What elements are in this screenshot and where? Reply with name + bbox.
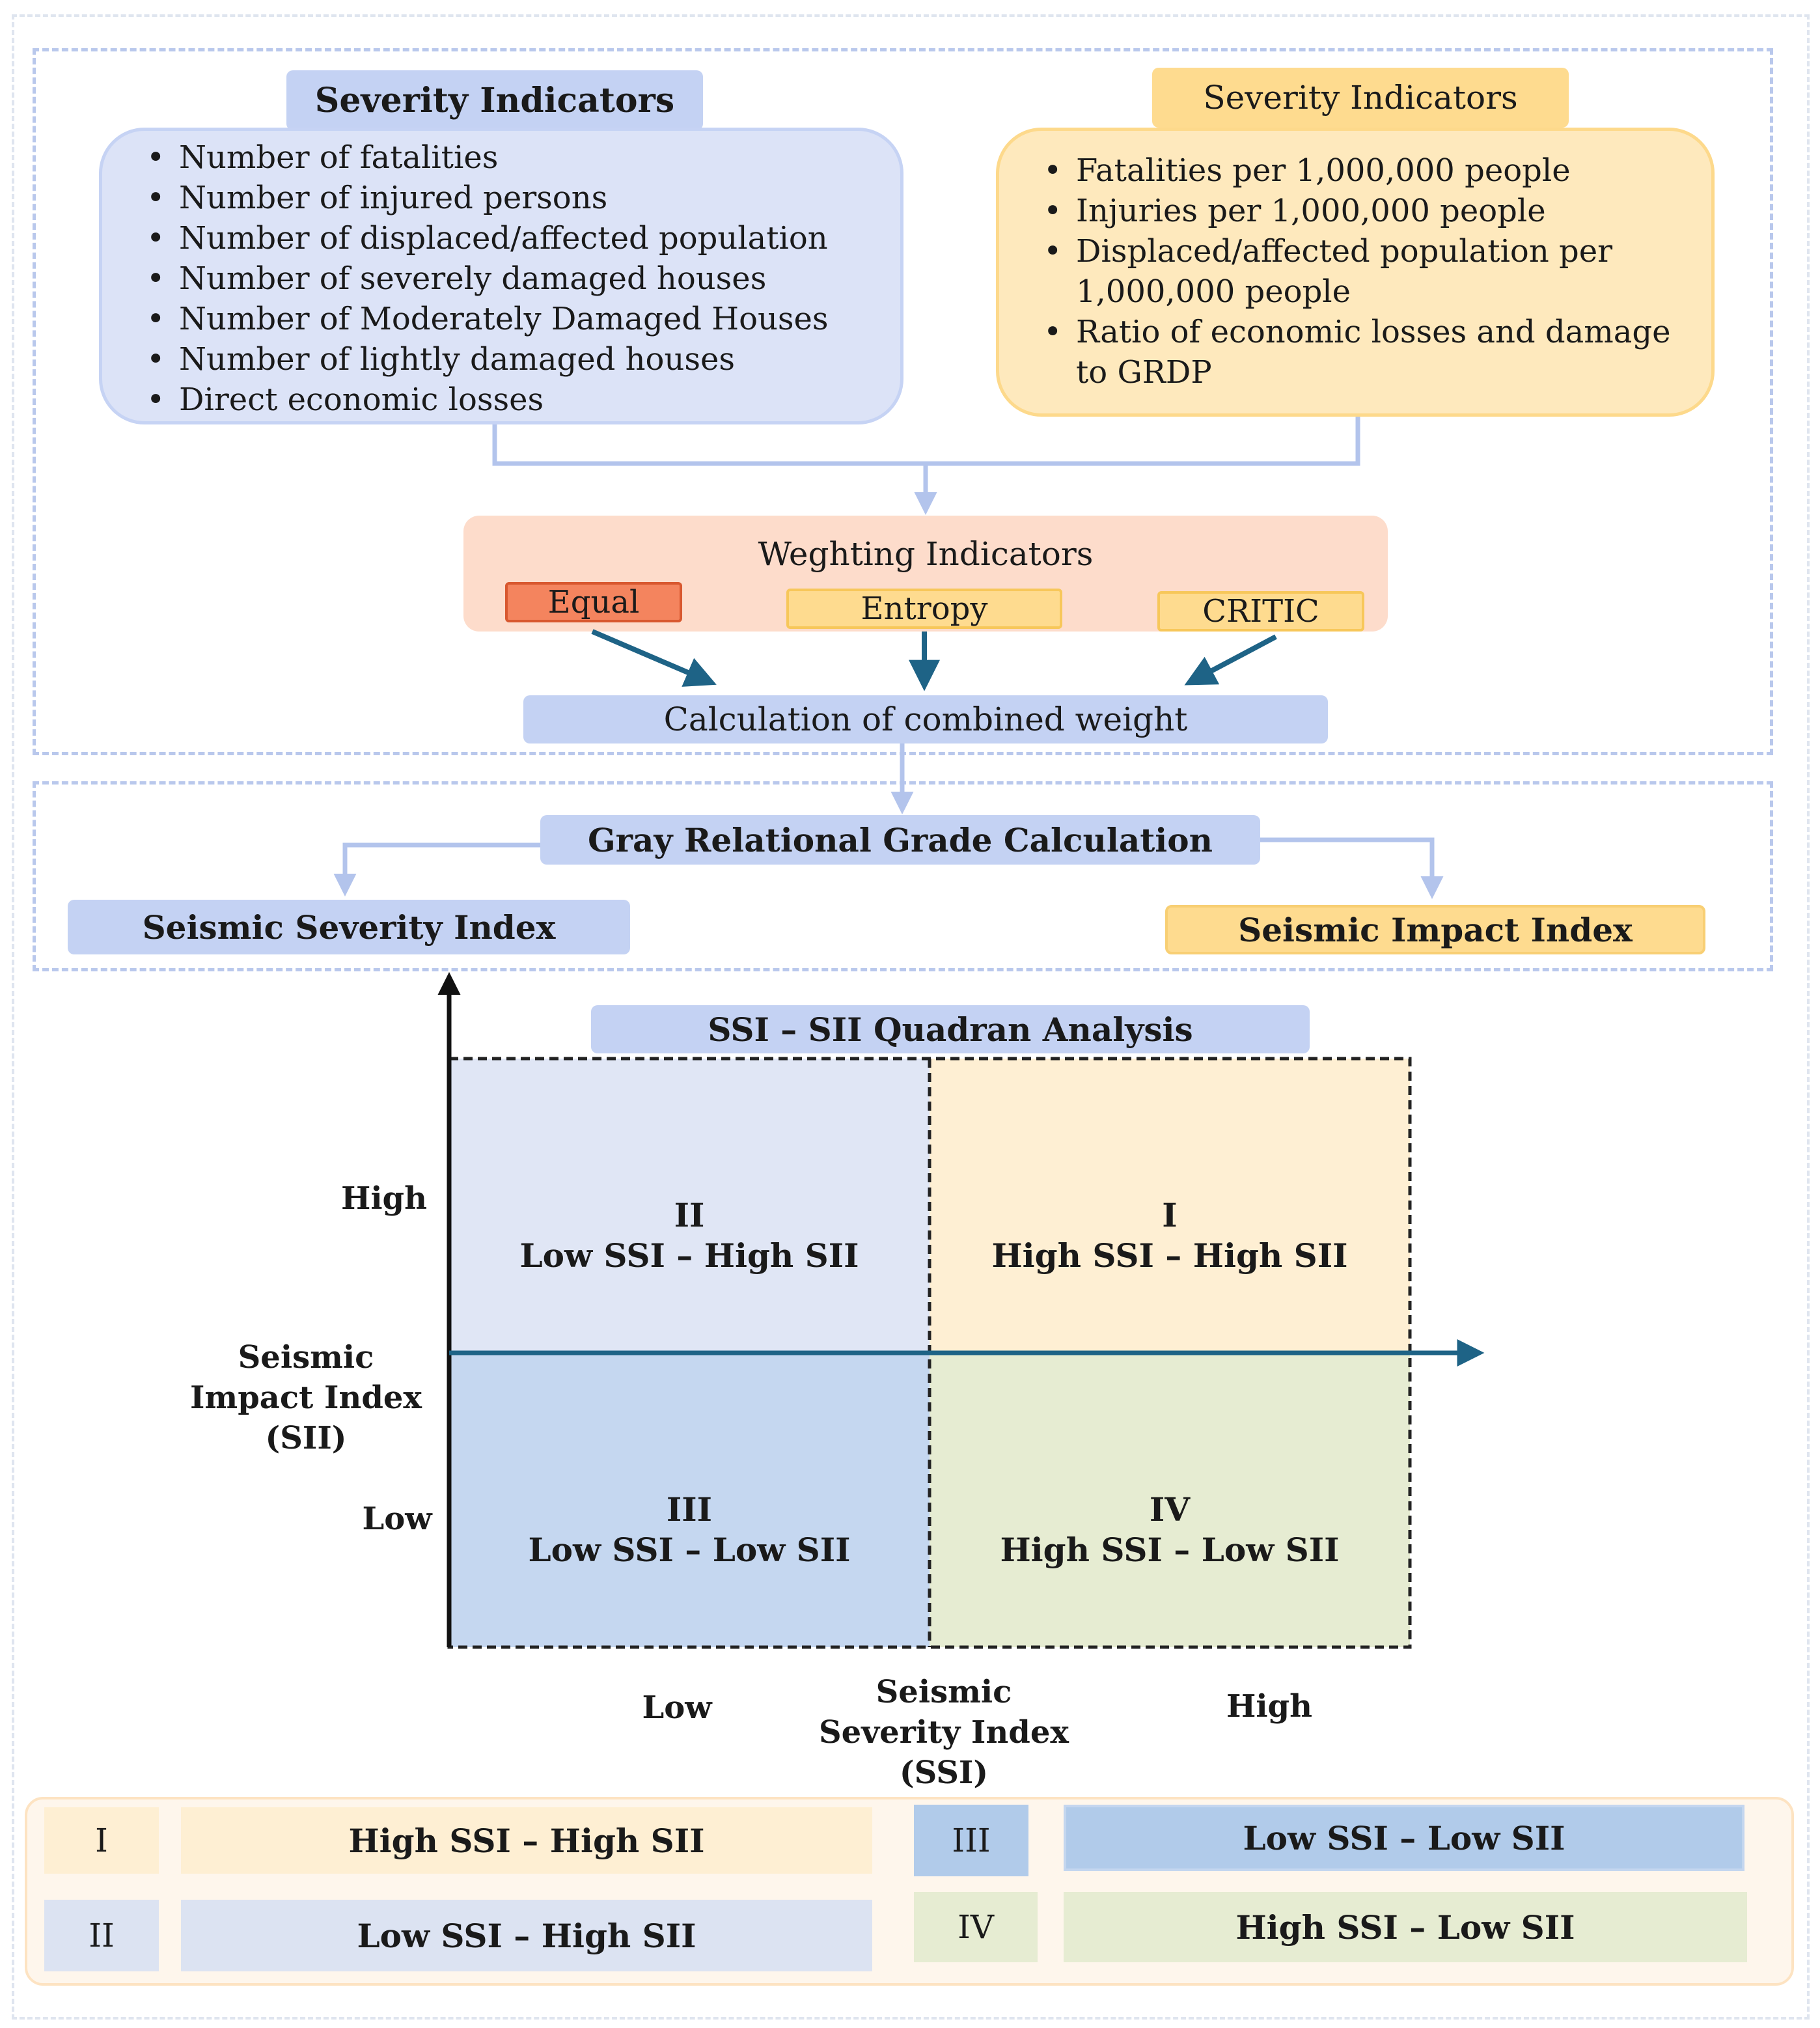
- quadrant-iv-id: IV: [1149, 1490, 1191, 1529]
- impact-indicators-panel: Fatalities per 1,000,000 peopleInjuries …: [996, 128, 1715, 417]
- impact-indicator-item: Displaced/affected population per 1,000,…: [1038, 231, 1685, 312]
- quadrant-iii-label: Low SSI – Low SII: [528, 1531, 851, 1569]
- quadrant-iv-text: IV High SSI – Low SII: [930, 1490, 1410, 1570]
- quadrant-iv-label: High SSI – Low SII: [1000, 1531, 1340, 1569]
- severity-indicator-item: Direct economic losses: [141, 380, 887, 420]
- quadrant-iii-id: III: [666, 1490, 713, 1529]
- quadrant-i-id: I: [1162, 1196, 1178, 1234]
- seismic-impact-index-box: Seismic Impact Index: [1165, 905, 1705, 954]
- quadrant-analysis-title: SSI – SII Quadran Analysis: [591, 1005, 1310, 1053]
- gray-relational-box: Gray Relational Grade Calculation: [540, 815, 1260, 865]
- severity-indicator-item: Number of displaced/affected population: [141, 218, 887, 258]
- weighting-title: Weghting Indicators: [758, 535, 1094, 573]
- equal-method-button: Equal: [505, 582, 682, 622]
- y-axis-title: Seismic Impact Index (SII): [189, 1339, 422, 1456]
- legend-ii-id: II: [44, 1900, 159, 1971]
- x-axis-high-label: High: [1226, 1688, 1313, 1725]
- impact-indicator-item: Ratio of economic losses and damage to G…: [1038, 312, 1685, 393]
- combined-weight-box: Calculation of combined weight: [523, 695, 1328, 743]
- severity-indicator-item: Number of lightly damaged houses: [141, 339, 887, 380]
- quadrant-ii-id: II: [674, 1196, 705, 1234]
- quadrant-ii-label: Low SSI – High SII: [519, 1236, 859, 1275]
- severity-indicators-list: Number of fatalitiesNumber of injured pe…: [141, 137, 887, 420]
- legend-iv-label: High SSI – Low SII: [1064, 1892, 1747, 1962]
- quadrant-iv: [930, 1353, 1410, 1647]
- legend-i-label: High SSI – High SII: [181, 1807, 872, 1874]
- legend-i-id: I: [44, 1807, 159, 1874]
- severity-indicator-item: Number of severely damaged houses: [141, 258, 887, 299]
- gray-to-sii-connector: [1260, 837, 1444, 899]
- x-axis-title: Seismic Severity Index (SSI): [819, 1674, 1069, 1791]
- legend-iii-id: III: [914, 1805, 1028, 1876]
- quadrant-i: [930, 1059, 1410, 1353]
- legend-iii-label: Low SSI – Low SII: [1064, 1805, 1744, 1871]
- x-axis-low-label: Low: [642, 1689, 712, 1726]
- gray-to-ssi-connector: [333, 842, 540, 896]
- severity-indicators-header: Severity Indicators: [286, 70, 703, 130]
- severity-indicator-item: Number of fatalities: [141, 137, 887, 178]
- y-axis-low-label: Low: [362, 1501, 432, 1537]
- impact-indicator-item: Fatalities per 1,000,000 people: [1038, 150, 1685, 191]
- entropy-method-button: Entropy: [786, 589, 1062, 629]
- impact-indicators-header: Severity Indicators: [1152, 68, 1569, 128]
- severity-indicator-item: Number of injured persons: [141, 178, 887, 218]
- panels-connector: [492, 417, 1360, 466]
- legend-iv-id: IV: [914, 1892, 1038, 1962]
- seismic-severity-index-box: Seismic Severity Index: [68, 900, 630, 954]
- y-axis-high-label: High: [340, 1180, 428, 1217]
- severity-indicators-panel: Number of fatalitiesNumber of injured pe…: [99, 128, 903, 424]
- legend-ii-label: Low SSI – High SII: [181, 1900, 872, 1971]
- critic-method-button: CRITIC: [1157, 591, 1364, 632]
- outer-frame: [12, 14, 1810, 2020]
- quadrant-i-text: I High SSI – High SII: [930, 1195, 1410, 1276]
- quadrant-iii: [449, 1353, 930, 1647]
- quadrant-ii: [449, 1059, 930, 1353]
- equal-arrow: [591, 629, 717, 687]
- critic-arrow: [1184, 634, 1277, 686]
- quadrant-ii-text: II Low SSI – High SII: [449, 1195, 930, 1276]
- severity-indicator-item: Number of Moderately Damaged Houses: [141, 299, 887, 339]
- quadrant-iii-text: III Low SSI – Low SII: [449, 1490, 930, 1570]
- impact-indicator-item: Injuries per 1,000,000 people: [1038, 191, 1685, 231]
- impact-indicators-list: Fatalities per 1,000,000 peopleInjuries …: [1038, 150, 1685, 393]
- quadrant-i-label: High SSI – High SII: [991, 1236, 1348, 1275]
